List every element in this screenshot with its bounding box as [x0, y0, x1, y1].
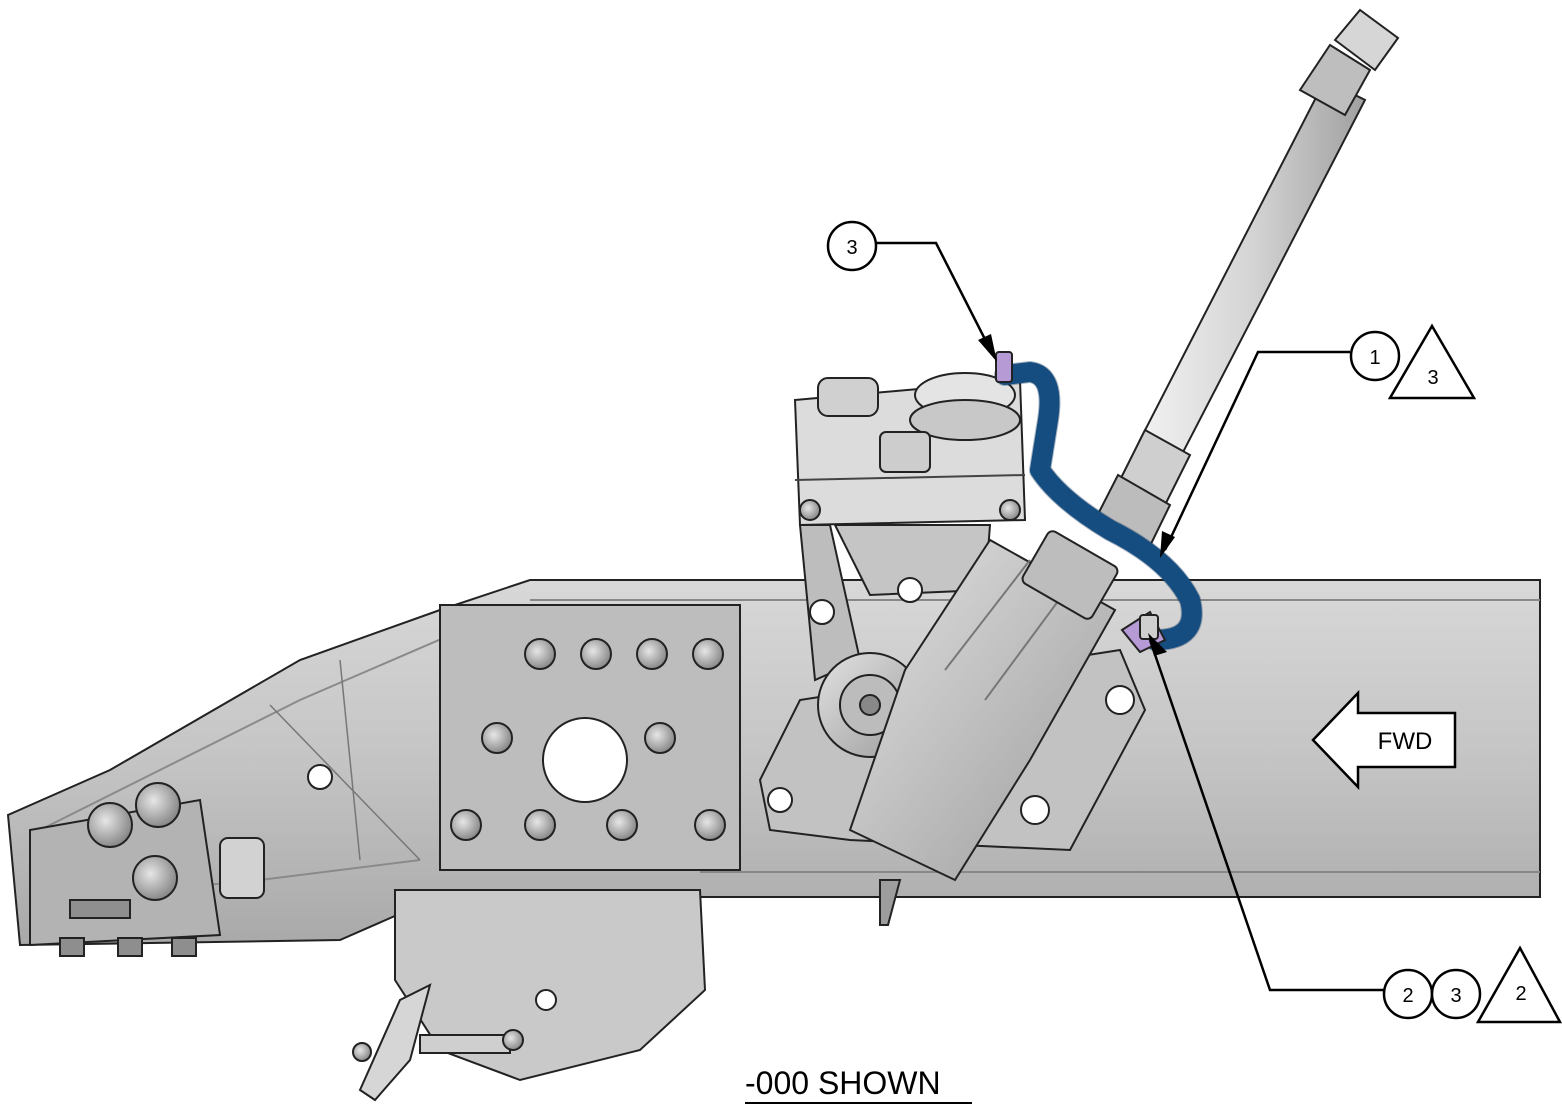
note-triangle	[1475, 945, 1562, 1024]
item-balloon	[1349, 330, 1401, 382]
hose-clamp-top	[995, 351, 1013, 383]
note-number: 3	[1427, 367, 1438, 389]
note-triangle	[1387, 323, 1477, 400]
fluid-reservoir	[793, 372, 1027, 682]
view-note: -000 SHOWN	[745, 1065, 972, 1104]
steering-shaft	[1093, 8, 1400, 552]
item-number: 1	[1369, 347, 1380, 369]
fwd-label: FWD	[1378, 728, 1433, 755]
forward-direction-arrow: FWD	[1311, 689, 1457, 791]
callout-item-1: 1 3	[1349, 323, 1477, 400]
item-number: 3	[846, 237, 857, 259]
note-number: 2	[1515, 983, 1526, 1005]
item-number: 3	[1450, 985, 1461, 1007]
plate-bolts	[450, 638, 726, 841]
view-note-text: -000 SHOWN	[745, 1065, 941, 1101]
callout-item-3-top: 3	[826, 220, 878, 272]
crossmember-plate	[307, 604, 741, 871]
spring-hanger	[352, 889, 707, 1102]
item-balloon	[826, 220, 878, 272]
leader-arrowheads	[978, 334, 1175, 656]
callout-items-2-3: 2 3 2	[1382, 945, 1562, 1024]
leader-lines	[876, 241, 1385, 992]
steering-gear	[817, 530, 1119, 926]
item-number: 2	[1402, 985, 1413, 1007]
front-end-hardware	[29, 782, 265, 957]
item-balloon	[1430, 968, 1482, 1020]
